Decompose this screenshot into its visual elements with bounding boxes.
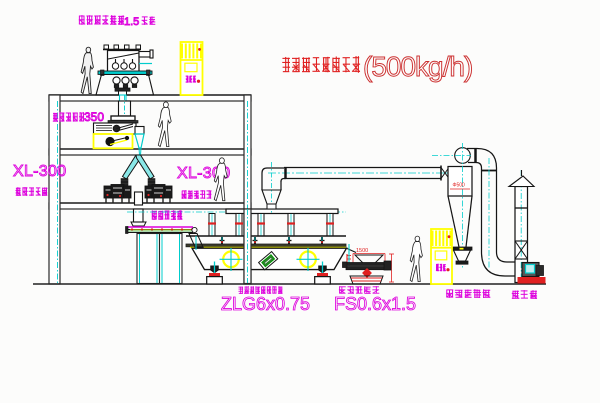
svg-text:FS0.6x1.5: FS0.6x1.5 (334, 294, 416, 314)
svg-text:1500: 1500 (356, 248, 368, 254)
svg-text:1.5: 1.5 (124, 16, 139, 28)
svg-text:(500kg/h): (500kg/h) (363, 51, 472, 82)
svg-text:350: 350 (84, 110, 104, 124)
svg-text:XL-300: XL-300 (13, 163, 66, 180)
svg-text:ZLG6x0.75: ZLG6x0.75 (221, 294, 310, 314)
svg-text:Φ500: Φ500 (453, 183, 466, 189)
